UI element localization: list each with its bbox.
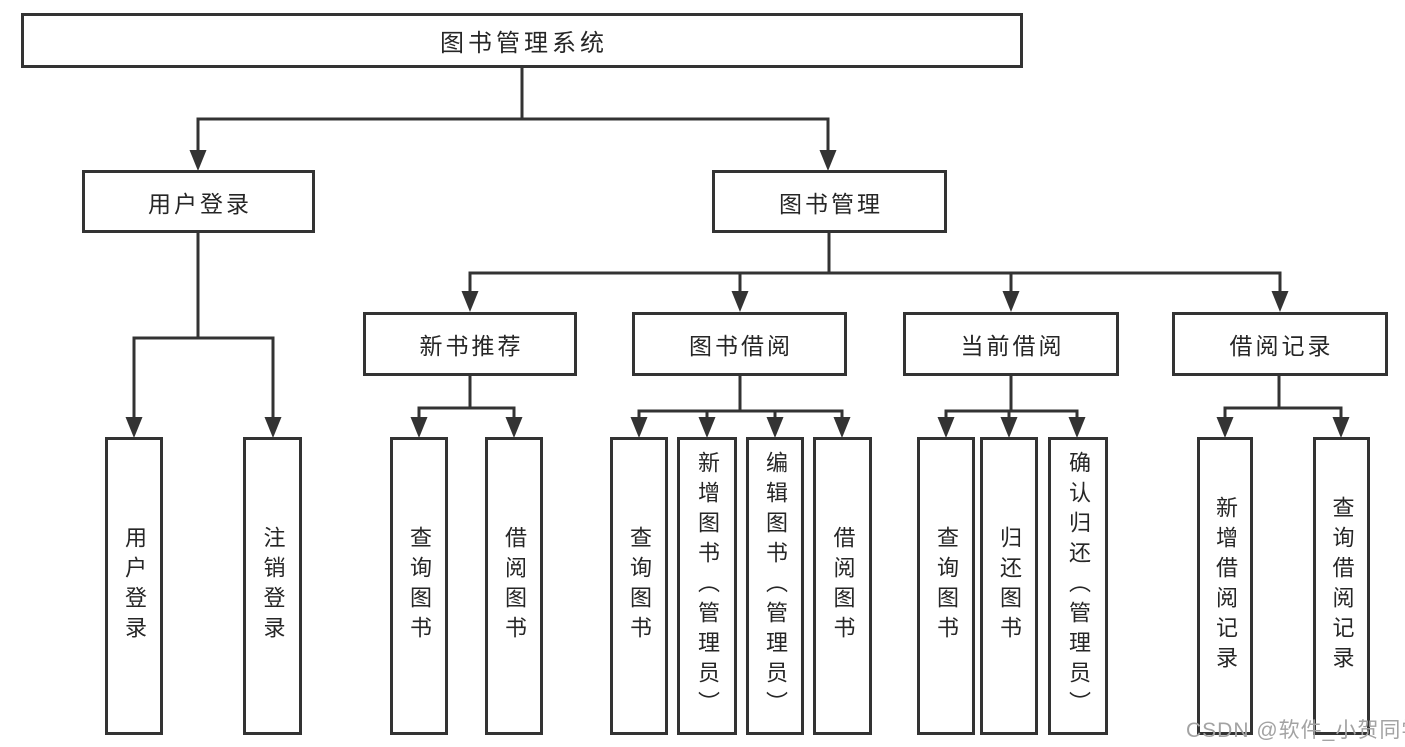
node-root-system-label: 图书管理系统 [440,30,608,57]
node-book-management: 图书管理 [712,170,947,233]
node-borrow-records-label: 借阅记录 [1229,333,1334,359]
leaf-return-books: 归还图书 [980,437,1038,735]
leaf-confirm-return-admin-label: 确认归还（管理员） [1066,451,1091,721]
node-current-borrowing: 当前借阅 [903,312,1119,376]
leaf-query-borrow-record: 查询借阅记录 [1313,437,1370,735]
leaf-query-books-current: 查询图书 [917,437,975,735]
leaf-borrow-books-borrowing: 借阅图书 [813,437,872,735]
leaf-logout-label: 注销登录 [260,526,286,646]
leaf-query-books-recommend-label: 查询图书 [407,526,432,646]
leaf-add-borrow-record-label: 新增借阅记录 [1213,496,1238,676]
leaf-query-books-borrowing: 查询图书 [610,437,668,735]
node-root-system: 图书管理系统 [21,13,1023,68]
node-book-borrowing-label: 图书借阅 [689,333,793,359]
node-book-management-label: 图书管理 [779,190,883,217]
leaf-confirm-return-admin: 确认归还（管理员） [1048,437,1108,735]
node-book-borrowing: 图书借阅 [632,312,847,376]
node-user-login: 用户登录 [82,170,315,233]
leaf-logout: 注销登录 [243,437,302,735]
leaf-borrow-books-borrowing-label: 借阅图书 [830,526,856,646]
leaf-query-borrow-record-label: 查询借阅记录 [1329,496,1355,676]
csdn-watermark: CSDN @软件_小贺同学 [1186,719,1405,742]
leaf-return-books-label: 归还图书 [997,526,1022,646]
node-user-login-label: 用户登录 [148,190,252,217]
leaf-edit-book-admin-label: 编辑图书（管理员） [763,451,788,721]
node-new-book-recommend-label: 新书推荐 [419,333,524,359]
leaf-user-login: 用户登录 [105,437,163,735]
leaf-query-books-recommend: 查询图书 [390,437,448,735]
leaf-add-borrow-record: 新增借阅记录 [1197,437,1253,735]
node-current-borrowing-label: 当前借阅 [960,333,1065,359]
leaf-add-book-admin: 新增图书（管理员） [677,437,737,735]
node-new-book-recommend: 新书推荐 [363,312,577,376]
arrowheads [125,150,1350,438]
leaf-borrow-books-recommend: 借阅图书 [485,437,543,735]
leaf-edit-book-admin: 编辑图书（管理员） [746,437,804,735]
leaf-add-book-admin-label: 新增图书（管理员） [695,451,720,721]
leaf-user-login-label: 用户登录 [122,526,147,646]
leaf-query-books-borrowing-label: 查询图书 [627,526,652,646]
leaf-borrow-books-recommend-label: 借阅图书 [502,526,527,646]
leaf-query-books-current-label: 查询图书 [934,526,959,646]
node-borrow-records: 借阅记录 [1172,312,1388,376]
